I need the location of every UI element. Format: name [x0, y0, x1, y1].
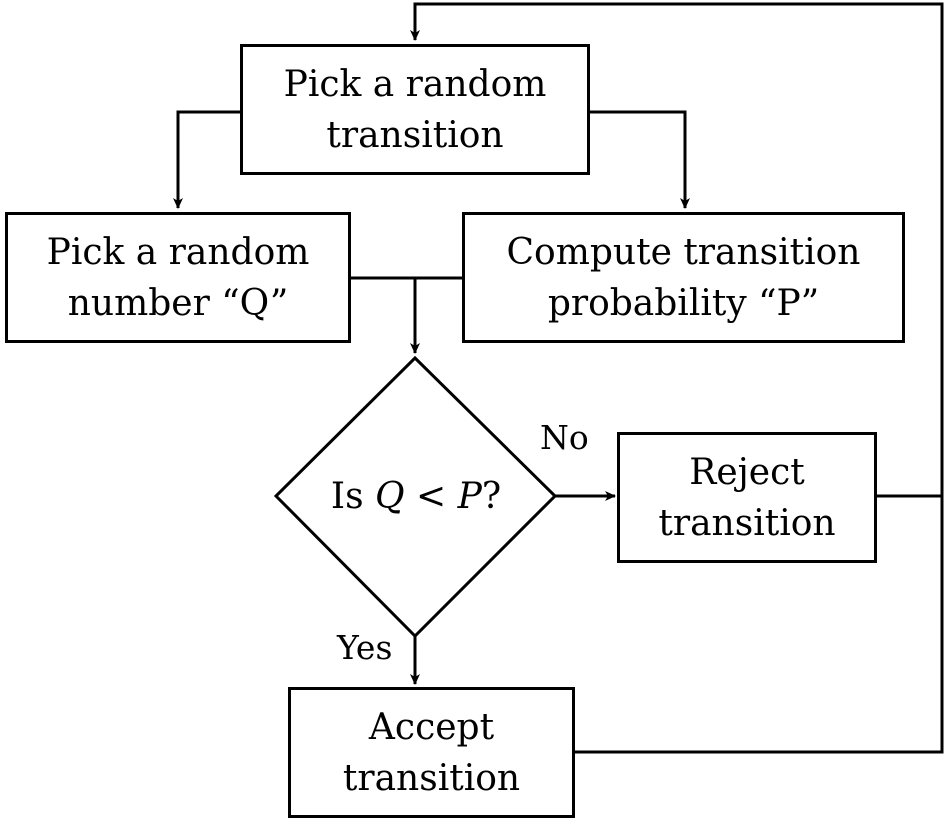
node-text-line: number “Q” — [67, 282, 289, 324]
node-reject-transition: Reject transition — [617, 432, 877, 563]
decision-prefix: Is — [330, 475, 375, 517]
node-pick-random-number: Pick a random number “Q” — [5, 212, 351, 343]
connector-top-to-left — [173, 110, 242, 209]
edge-label-no: No — [540, 418, 589, 457]
decision-lhs: Q — [375, 475, 405, 517]
node-accept-transition: Accept transition — [288, 687, 575, 818]
connector-top-to-right — [588, 110, 690, 209]
connector-accept-feedback — [410, 2, 944, 754]
node-text-line: Compute transition — [506, 231, 861, 273]
decision-suffix: ? — [481, 475, 502, 517]
node-text-line: transition — [658, 502, 836, 544]
node-text-line: Pick a random — [46, 231, 310, 273]
decision-operator: < — [404, 475, 458, 517]
node-compute-probability: Compute transition probability “P” — [462, 212, 905, 343]
node-text-line: Pick a random — [283, 63, 547, 105]
node-text-line: transition — [326, 114, 504, 156]
node-text-line: Accept — [368, 706, 495, 748]
decision-diamond — [273, 355, 558, 639]
node-text-line: probability “P” — [547, 282, 820, 324]
node-text-line: Reject — [689, 451, 805, 493]
decision-rhs: P — [457, 475, 482, 517]
decision-text: Is Q < P? — [276, 468, 556, 524]
node-text-line: transition — [342, 757, 521, 799]
node-pick-random-transition: Pick a random transition — [240, 44, 590, 175]
edge-label-yes: Yes — [337, 628, 393, 667]
